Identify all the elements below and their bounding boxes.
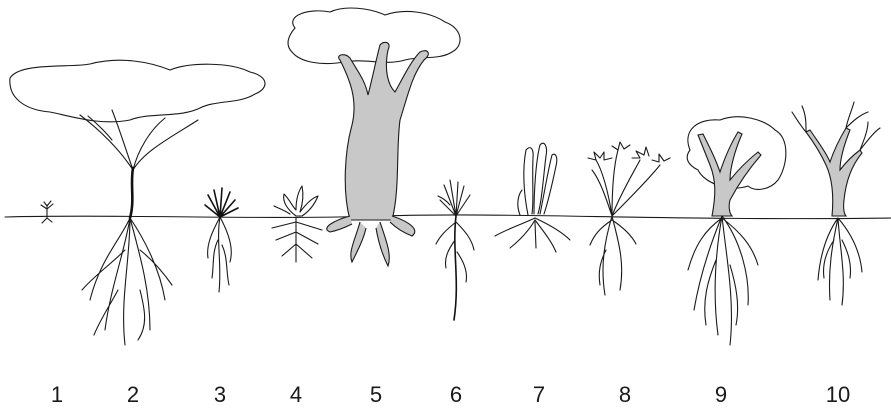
plant-9-tree bbox=[687, 117, 786, 345]
plant-4-succulent bbox=[272, 186, 322, 262]
label-3: 3 bbox=[214, 384, 226, 406]
label-7: 7 bbox=[533, 384, 545, 406]
plant-2-acacia bbox=[10, 60, 265, 345]
plant-7-cactus bbox=[495, 143, 570, 252]
plant-10-tree bbox=[792, 102, 880, 305]
label-1: 1 bbox=[51, 384, 63, 406]
plant-6-taproot bbox=[436, 180, 474, 320]
plant-3-grass bbox=[205, 188, 238, 292]
plant-8-shrub bbox=[588, 142, 670, 295]
label-6: 6 bbox=[450, 384, 462, 406]
label-2: 2 bbox=[127, 384, 139, 406]
label-8: 8 bbox=[619, 384, 631, 406]
plant-1-seedling bbox=[41, 201, 53, 223]
ground-line bbox=[5, 215, 891, 219]
label-9: 9 bbox=[715, 384, 727, 406]
label-5: 5 bbox=[370, 384, 382, 406]
label-10: 10 bbox=[826, 384, 850, 406]
label-4: 4 bbox=[290, 384, 302, 406]
